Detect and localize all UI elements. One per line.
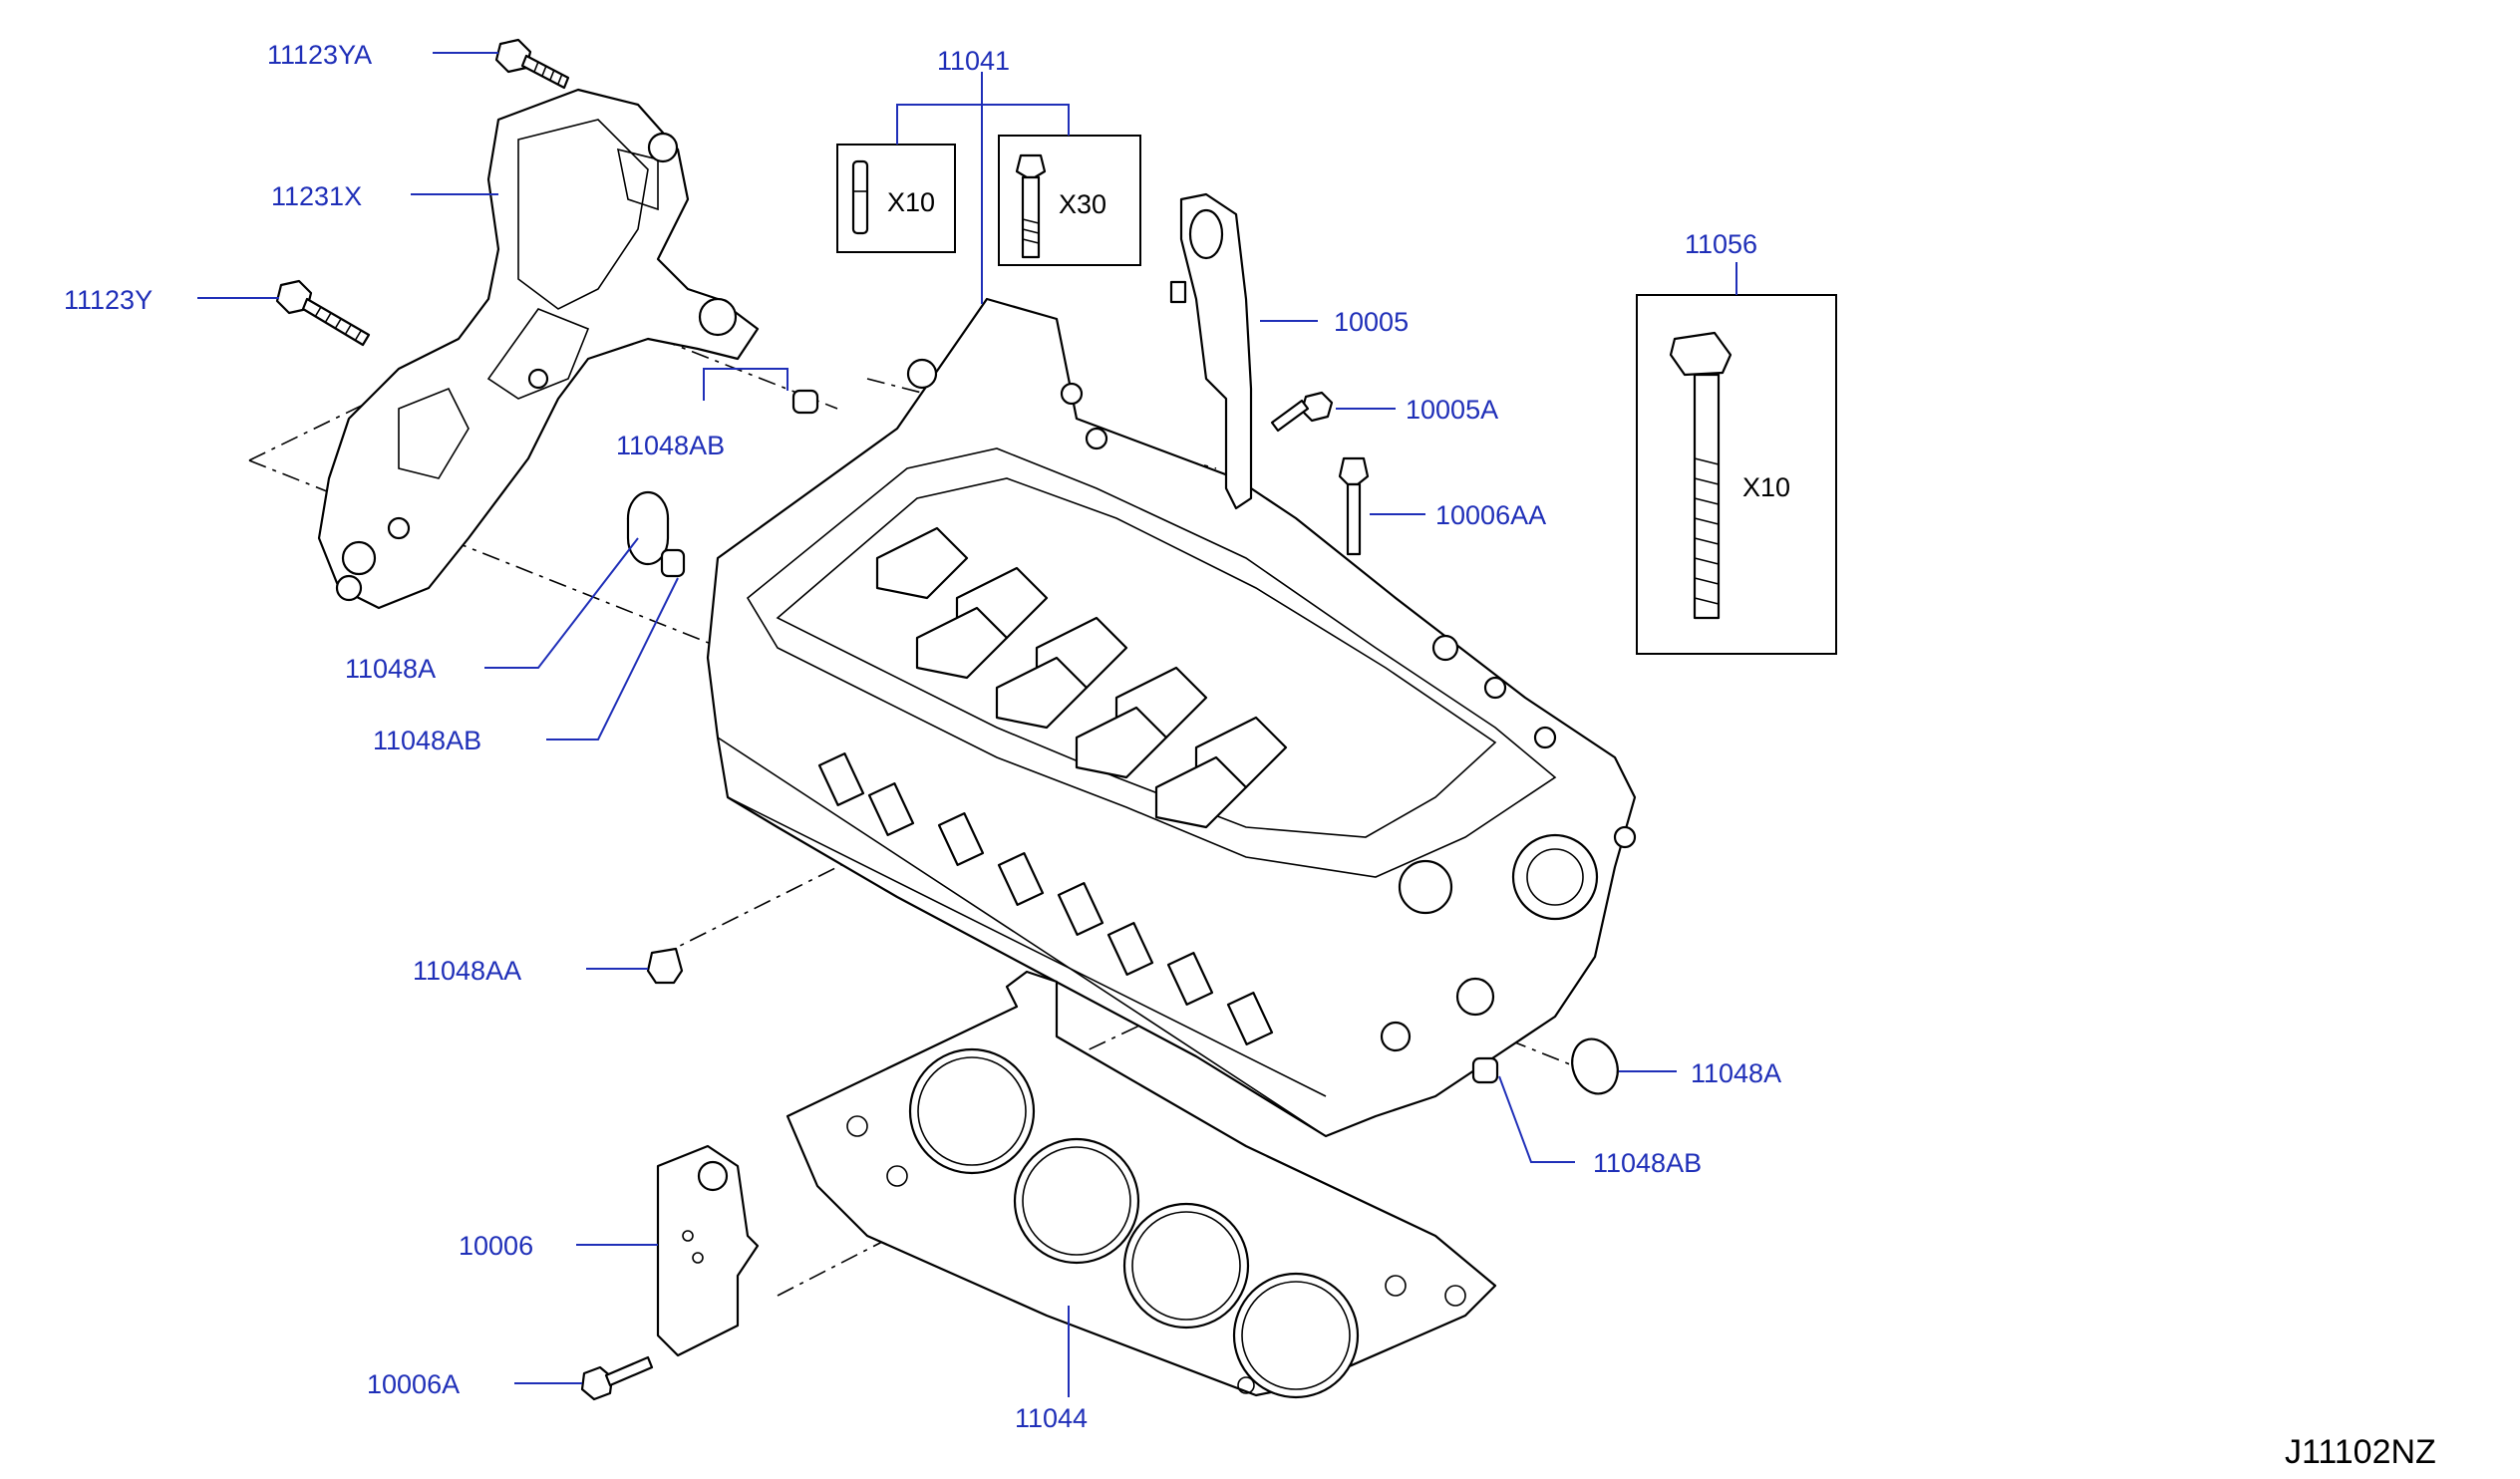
label-10005[interactable]: 10005: [1334, 307, 1409, 337]
label-11048a-left[interactable]: 11048A: [345, 654, 436, 684]
head-gasket-11044[interactable]: [786, 970, 1497, 1399]
bracket-10005[interactable]: [1169, 192, 1253, 510]
cam-towers: [875, 526, 1288, 829]
label-11048ab-left[interactable]: 11048AB: [373, 726, 481, 755]
label-11041[interactable]: 11041: [937, 46, 1010, 76]
plug-11048a-left[interactable]: [626, 490, 670, 566]
diagram-code: J11102NZ: [2285, 1433, 2436, 1471]
bolt-10006aa[interactable]: [1338, 456, 1370, 556]
engine-bracket-11231x[interactable]: [317, 88, 760, 610]
label-11056[interactable]: 11056: [1685, 229, 1757, 259]
leader-lines: [197, 52, 1737, 1397]
label-11231x[interactable]: 11231X: [271, 181, 362, 211]
label-11048aa[interactable]: 11048AA: [413, 956, 521, 986]
bolt-10006a[interactable]: [580, 1355, 654, 1401]
label-10006a[interactable]: 10006A: [367, 1369, 460, 1399]
label-11123y[interactable]: 11123Y: [64, 285, 153, 315]
dowel-quantity: X10: [887, 187, 935, 217]
part-labels: 11123YA 11231X 11123Y 11048AB 11048A 110…: [64, 40, 1781, 1433]
label-10006[interactable]: 10006: [459, 1231, 533, 1261]
label-10006aa[interactable]: 10006AA: [1435, 500, 1546, 530]
label-11044[interactable]: 11044: [1015, 1403, 1088, 1433]
label-11048a-right[interactable]: 11048A: [1691, 1058, 1781, 1088]
bolt-10005a[interactable]: [1270, 391, 1334, 433]
dowel-11048ab-left[interactable]: [660, 548, 686, 578]
dowel-11048ab-top[interactable]: [791, 389, 819, 415]
head-bolt-box-11056[interactable]: X10: [1636, 294, 1837, 655]
label-11048ab-top[interactable]: 11048AB: [616, 431, 725, 460]
bolt-quantity: X30: [1059, 189, 1106, 219]
plug-11048aa[interactable]: [646, 947, 684, 985]
bracket-10006[interactable]: [656, 1144, 760, 1357]
cylinder-head-11041[interactable]: [706, 297, 1637, 1138]
kit-box-dowels[interactable]: X10: [836, 144, 956, 253]
label-11048ab-right[interactable]: 11048AB: [1593, 1148, 1702, 1178]
head-bolt-quantity: X10: [1742, 472, 1790, 502]
bolt-11123y[interactable]: [275, 279, 371, 347]
label-11123ya[interactable]: 11123YA: [267, 40, 372, 70]
bolt-11123ya[interactable]: [494, 38, 570, 90]
plug-11048a-right[interactable]: [1565, 1033, 1625, 1100]
intake-ports: [817, 752, 1274, 1045]
label-10005a[interactable]: 10005A: [1406, 395, 1498, 425]
dowel-11048ab-right[interactable]: [1471, 1056, 1499, 1084]
kit-box-bolts[interactable]: X30: [998, 135, 1141, 266]
